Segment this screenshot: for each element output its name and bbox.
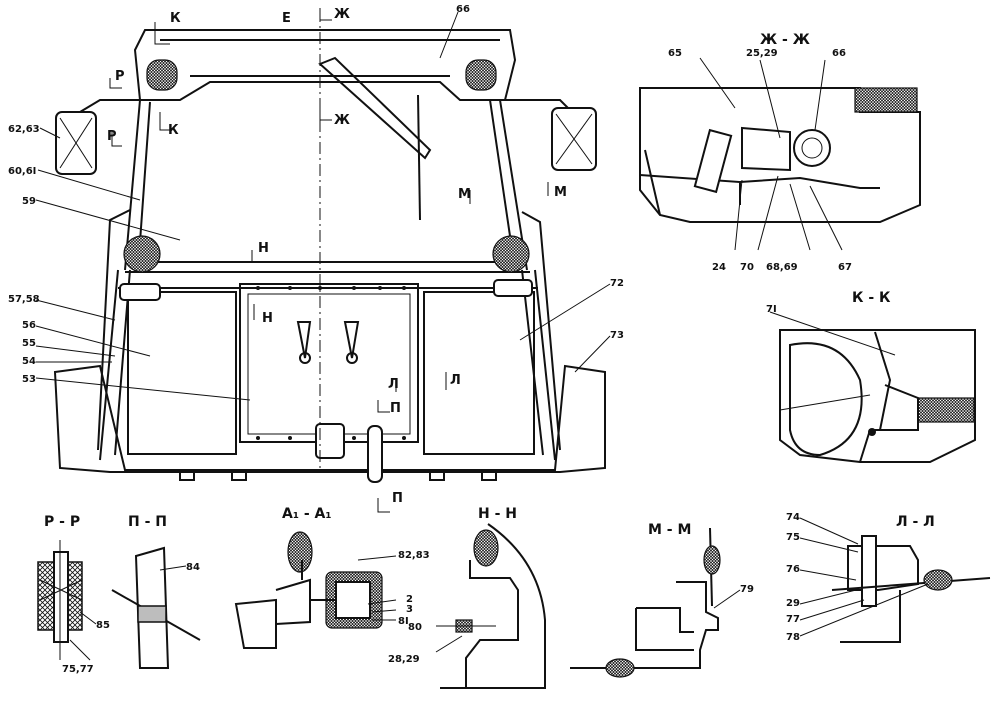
right-headlight xyxy=(492,235,530,273)
cut-mark-l-right: Л xyxy=(450,373,461,388)
callout-71: 7I xyxy=(766,304,777,315)
section-m-m: М - М 79 xyxy=(570,522,754,678)
left-roof-lamp xyxy=(146,59,178,91)
section-title-k: К - К xyxy=(852,290,891,306)
callout-67: 67 xyxy=(838,262,852,273)
left-window-panel xyxy=(127,291,237,455)
left-pillar xyxy=(99,99,151,461)
left-grab-rail xyxy=(97,209,131,451)
callout-56: 56 xyxy=(22,320,36,331)
cut-mark-r-top: Р xyxy=(115,69,125,84)
cut-mark-r-bottom: Р xyxy=(107,129,117,144)
callout-62-63: 62,63 xyxy=(8,124,40,135)
callout-70: 70 xyxy=(740,262,754,273)
callout-53: 53 xyxy=(22,374,36,385)
callout-75-77: 75,77 xyxy=(62,664,94,675)
callout-76: 76 xyxy=(786,564,800,575)
callout-74: 74 xyxy=(786,512,800,523)
cut-mark-p-top: П xyxy=(390,401,401,416)
cut-mark-e: Е xyxy=(282,11,291,26)
section-k-k: К - К 7I xyxy=(766,290,976,463)
cut-mark-zh-bottom: Ж xyxy=(334,113,350,128)
callout-73: 73 xyxy=(610,330,624,341)
callout-79: 79 xyxy=(740,584,754,595)
cut-mark-k-bottom: К xyxy=(168,123,179,138)
section-p-p: П - П 84 xyxy=(111,514,201,669)
callout-82-83: 82,83 xyxy=(398,550,430,561)
cut-mark-k-top: К xyxy=(170,11,181,26)
right-roof-lamp xyxy=(465,59,497,91)
callout-72: 72 xyxy=(610,278,624,289)
callout-80: 80 xyxy=(408,622,422,633)
callout-84: 84 xyxy=(186,562,200,573)
section-l-l: Л - Л 74 75 76 29 77 78 xyxy=(786,512,991,643)
callout-29: 29 xyxy=(786,598,800,609)
door-latch xyxy=(315,423,345,459)
section-a1-a1: А₁ - А₁ 82,83 2 3 8I xyxy=(234,506,430,649)
windshield-bottom-bar xyxy=(118,261,538,289)
callout-3: 3 xyxy=(406,604,413,615)
right-window-panel xyxy=(423,291,535,455)
cut-mark-m-left: М xyxy=(458,187,471,202)
roof-frame xyxy=(133,29,517,101)
callout-75: 75 xyxy=(786,532,800,543)
section-title-a: А₁ - А₁ xyxy=(282,506,332,522)
cut-mark-n-bottom: Н xyxy=(262,311,273,326)
cut-mark-zh-top: Ж xyxy=(334,7,350,22)
callout-2: 2 xyxy=(406,594,413,605)
section-title-l: Л - Л xyxy=(896,514,935,530)
section-r-r: Р - Р 85 75,77 xyxy=(37,514,110,675)
section-title-zh: Ж - Ж xyxy=(760,32,810,48)
left-headlight xyxy=(123,235,161,273)
right-pillar xyxy=(489,99,556,461)
section-title-n: Н - Н xyxy=(478,506,517,522)
main-front-view: К Е Ж Ж Р Р К М М Н Н Л Л П П 66 62,63 6… xyxy=(8,4,624,513)
callout-28-29: 28,29 xyxy=(388,654,420,665)
right-side-lamp xyxy=(493,279,533,297)
callout-54: 54 xyxy=(22,356,36,367)
callout-57-58: 57,58 xyxy=(8,294,40,305)
center-door-panel xyxy=(239,283,419,443)
callout-66-zh: 66 xyxy=(832,48,846,59)
wiper-motor xyxy=(793,129,831,167)
left-side-lamp xyxy=(119,283,161,301)
callout-77: 77 xyxy=(786,614,800,625)
callout-59: 59 xyxy=(22,196,36,207)
callout-65: 65 xyxy=(668,48,682,59)
right-grab-rail xyxy=(521,211,561,451)
callout-24: 24 xyxy=(712,262,726,273)
callout-68-69: 68,69 xyxy=(766,262,798,273)
callout-25-29-zh: 25,29 xyxy=(746,48,778,59)
section-zh-zh: Ж - Ж 65 25,29 66 24 70 68,69 67 xyxy=(639,32,921,273)
section-n-n: Н - Н 80 28,29 xyxy=(388,506,546,689)
cut-mark-m-right: М xyxy=(554,185,567,200)
callout-60-61: 60,6I xyxy=(8,166,36,177)
callout-81: 8I xyxy=(398,616,409,627)
cut-mark-p-bottom: П xyxy=(392,491,403,506)
cut-mark-n-top: Н xyxy=(258,241,269,256)
section-title-r: Р - Р xyxy=(44,514,80,530)
callout-85: 85 xyxy=(96,620,110,631)
callout-66-main: 66 xyxy=(456,4,470,15)
callout-55: 55 xyxy=(22,338,36,349)
callout-78: 78 xyxy=(786,632,800,643)
wiper-arm xyxy=(318,56,432,160)
section-title-m: М - М xyxy=(648,522,691,538)
cut-mark-l-left: Л xyxy=(388,377,399,392)
section-title-p: П - П xyxy=(128,514,167,530)
